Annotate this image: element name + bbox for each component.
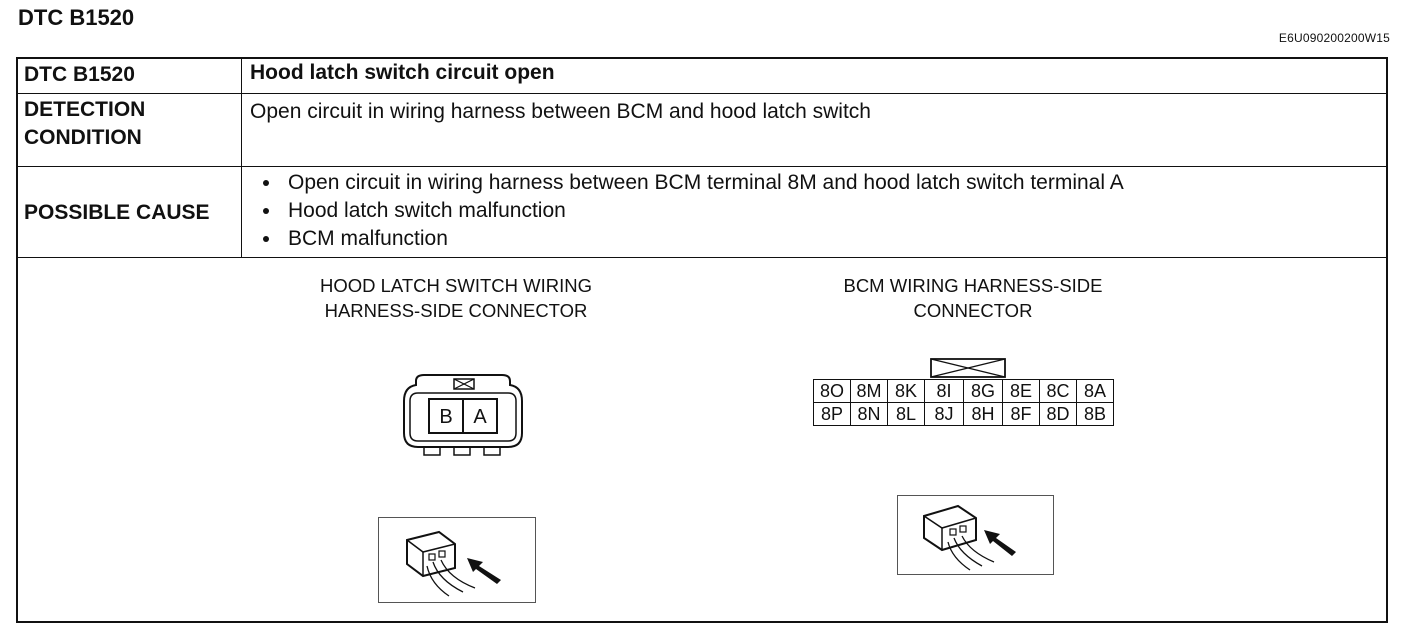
bcm-connector-pin-grid: 8O 8M 8K 8I 8G 8E 8C 8A 8P 8N 8L 8J 8H 8… (813, 379, 1114, 426)
terminal-b-label: B (439, 406, 452, 428)
list-item: Open circuit in wiring harness between B… (282, 169, 1386, 197)
harness-side-view-illustration (378, 517, 536, 603)
hood-latch-connector-diagram: B A (403, 374, 523, 456)
pin-8i: 8I (924, 379, 964, 403)
detection-condition-label: DETECTION CONDITION (18, 93, 242, 167)
pin-8j: 8J (924, 402, 964, 426)
connector-lock-marker (930, 358, 1006, 378)
pin-row-top: 8O 8M 8K 8I 8G 8E 8C 8A (813, 379, 1114, 403)
list-item: BCM malfunction (282, 225, 1386, 253)
pin-8f: 8F (1002, 402, 1040, 426)
pin-8g: 8G (963, 379, 1003, 403)
table-row: DTC B1520 Hood latch switch circuit open (18, 59, 1386, 94)
pin-8m: 8M (850, 379, 888, 403)
pin-8h: 8H (963, 402, 1003, 426)
page-title: DTC B1520 (18, 5, 135, 30)
dtc-table: DTC B1520 Hood latch switch circuit open… (18, 59, 1386, 258)
table-row: DETECTION CONDITION Open circuit in wiri… (18, 93, 1386, 167)
dtc-label: DTC B1520 (18, 59, 242, 94)
pin-8l: 8L (887, 402, 925, 426)
list-item: Hood latch switch malfunction (282, 197, 1386, 225)
pin-8k: 8K (887, 379, 925, 403)
document-code: E6U090200200W15 (1278, 31, 1390, 45)
hood-connector-caption: HOOD LATCH SWITCH WIRING HARNESS-SIDE CO… (319, 275, 592, 321)
pin-8d: 8D (1039, 402, 1077, 426)
pin-row-bottom: 8P 8N 8L 8J 8H 8F 8D 8B (813, 402, 1114, 426)
possible-cause-list: Open circuit in wiring harness between B… (242, 169, 1386, 253)
possible-cause-label: POSSIBLE CAUSE (18, 166, 242, 258)
pin-8o: 8O (813, 379, 851, 403)
pin-8b: 8B (1076, 402, 1114, 426)
table-row: POSSIBLE CAUSE Open circuit in wiring ha… (18, 166, 1386, 258)
harness-side-view-illustration (897, 495, 1054, 575)
pin-8e: 8E (1002, 379, 1040, 403)
detection-condition-value: Open circuit in wiring harness between B… (241, 93, 1386, 167)
possible-cause-cell: Open circuit in wiring harness between B… (241, 166, 1386, 258)
terminal-a-label: A (473, 406, 487, 428)
pin-8c: 8C (1039, 379, 1077, 403)
dtc-frame: DTC B1520 Hood latch switch circuit open… (16, 57, 1388, 623)
pin-8a: 8A (1076, 379, 1114, 403)
pin-8p: 8P (813, 402, 851, 426)
dtc-description: Hood latch switch circuit open (241, 59, 1386, 94)
pin-8n: 8N (850, 402, 888, 426)
bcm-connector-caption: BCM WIRING HARNESS-SIDE CONNECTOR (843, 275, 1103, 321)
